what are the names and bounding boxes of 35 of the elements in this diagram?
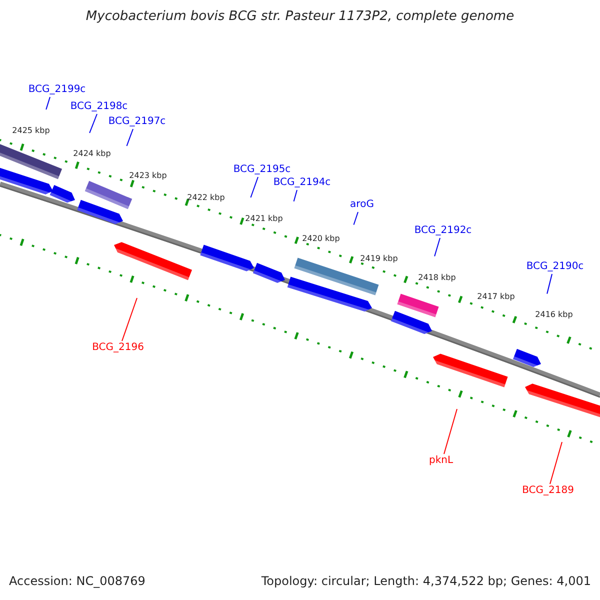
gene-label: BCG_2197c	[108, 116, 166, 128]
title: Mycobacterium bovis BCG str. Pasteur 1173P2, complete genome	[84, 9, 516, 24]
scale-label: 2424 kbp	[73, 149, 111, 158]
scale-label: 2423 kbp	[129, 171, 167, 180]
leader-line	[89, 114, 98, 134]
leader-line	[546, 274, 552, 294]
gene-label: aroG	[350, 199, 374, 211]
gene-label: BCG_2189	[522, 485, 574, 497]
footer-text: Topology: circular; Length: 4,374,522 bp; Genes: 4,001	[261, 574, 591, 588]
leader-line	[122, 298, 138, 342]
scale-label: 2418 kbp	[418, 273, 456, 282]
gene-label: BCG_2196	[92, 342, 144, 354]
leader-line	[353, 212, 358, 226]
gene-label: pknL	[428, 455, 454, 467]
gene-label: BCG_2192c	[414, 225, 472, 237]
scale-label: 2421 kbp	[245, 214, 283, 223]
scale-label: 2422 kbp	[187, 193, 225, 202]
footer-text: Accession: NC_008769	[9, 574, 146, 588]
gene-label: BCG_2198c	[70, 101, 128, 113]
scale-label: 2419 kbp	[360, 254, 398, 263]
gene-label: BCG_2190c	[526, 261, 584, 273]
gene-label: BCG_2194c	[273, 177, 331, 189]
scale-label: 2417 kbp	[477, 292, 515, 301]
scale-label: 2420 kbp	[302, 234, 340, 243]
gene-label: BCG_2195c	[233, 164, 291, 176]
leader-line	[293, 190, 298, 202]
leader-line	[126, 128, 134, 146]
leader-line	[444, 408, 458, 454]
leader-line	[250, 176, 258, 198]
leader-line	[46, 96, 50, 110]
scale-label: 2416 kbp	[535, 310, 573, 319]
gene-label: BCG_2199c	[28, 84, 86, 96]
scale-label: 2425 kbp	[12, 126, 50, 135]
leader-line	[550, 442, 562, 484]
leader-line	[434, 238, 440, 257]
